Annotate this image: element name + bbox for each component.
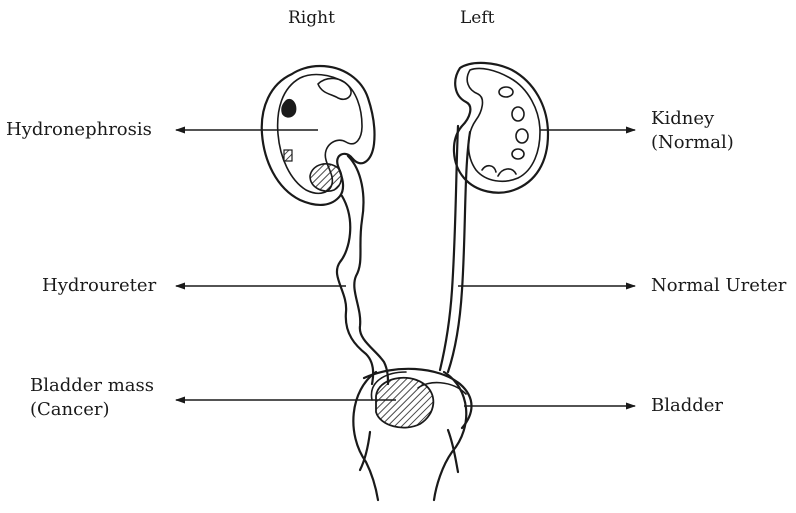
kidney-label-line2: (Normal) bbox=[651, 131, 734, 154]
right-side-heading: Right bbox=[288, 8, 335, 28]
hydroureter-label: Hydroureter bbox=[42, 274, 156, 297]
bladder-label: Bladder bbox=[651, 394, 723, 417]
normal-ureter-label: Normal Ureter bbox=[651, 274, 786, 297]
bladder-mass-label-line1: Bladder mass bbox=[30, 374, 154, 397]
right-kidney-hydronephrotic bbox=[262, 66, 375, 205]
bladder-mass-label-line2: (Cancer) bbox=[30, 398, 109, 421]
hydronephrosis-label: Hydronephrosis bbox=[6, 118, 152, 141]
left-kidney-normal bbox=[454, 63, 548, 193]
left-side-heading: Left bbox=[460, 8, 494, 28]
bladder-mass bbox=[376, 378, 433, 428]
kidney-label-line1: Kidney bbox=[651, 107, 714, 130]
right-ureter-hydroureter bbox=[337, 156, 388, 384]
